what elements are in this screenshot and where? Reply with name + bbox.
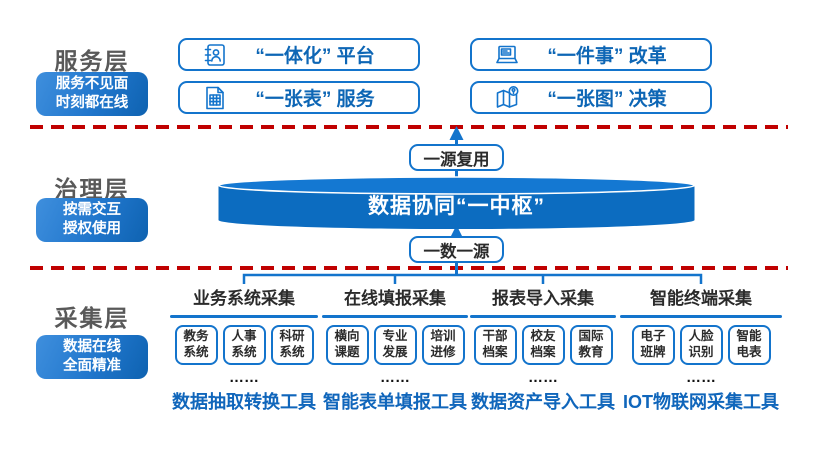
service-card-platform: “一体化” 平台 (178, 38, 420, 71)
tool-label: 数据资产导入工具 (471, 392, 615, 412)
ellipsis: …… (380, 369, 410, 386)
source-reuse-tag: 一源复用 (409, 144, 504, 171)
group-connector-tree (242, 273, 703, 284)
service-card-label: “一张表” 服务 (255, 89, 375, 110)
group-item: 科研 系统 (270, 325, 314, 365)
arrow-up-bottom-icon (449, 225, 464, 239)
collection-group-online-fill: 在线填报采集 横向 课题 专业 发展 培训 进修 …… 智能表单填报工具 (322, 284, 468, 414)
group-item: 智能 电表 (727, 325, 771, 365)
layer-title-governance: 治理层 (54, 176, 130, 202)
tagline-line: 时刻都在线 (55, 95, 129, 111)
tagline-line: 按需交互 (63, 202, 121, 219)
layer-title-service: 服务层 (54, 48, 130, 74)
map-badge-icon (494, 85, 520, 111)
group-items: 教务 系统 人事 系统 科研 系统 (170, 325, 318, 365)
one-data-one-source-tag: 一数一源 (409, 236, 504, 263)
data-hub-cylinder (217, 176, 696, 230)
collection-group-business: 业务系统采集 教务 系统 人事 系统 科研 系统 …… 数据抽取转换工具 (170, 284, 318, 414)
group-underline (620, 315, 782, 318)
service-card-reform: “一件事” 改革 (470, 38, 712, 71)
tool-label: IOT物联网采集工具 (623, 392, 779, 412)
group-item: 干部 档案 (473, 325, 517, 365)
group-title: 在线填报采集 (344, 289, 446, 308)
tagline-line: 数据在线 (63, 339, 121, 356)
tagline-line: 授权使用 (63, 221, 121, 237)
layer-title-collection: 采集层 (54, 305, 130, 331)
group-items: 干部 档案 校友 档案 国际 教育 (470, 325, 616, 365)
service-card-decision: “一张图” 决策 (470, 81, 712, 114)
group-item: 国际 教育 (569, 325, 613, 365)
ellipsis: …… (229, 369, 259, 386)
group-item: 人事 系统 (222, 325, 266, 365)
ellipsis: …… (686, 369, 716, 386)
service-card-label: “一体化” 平台 (255, 46, 375, 67)
group-underline (170, 315, 318, 318)
group-title: 报表导入采集 (492, 289, 594, 308)
ellipsis: …… (528, 369, 558, 386)
group-item: 横向 课题 (325, 325, 369, 365)
service-card-form: “一张表” 服务 (178, 81, 420, 114)
governance-layer-tagline: 按需交互 授权使用 (36, 198, 148, 242)
group-title: 智能终端采集 (650, 289, 752, 308)
group-item: 专业 发展 (373, 325, 417, 365)
tagline-line: 全面精准 (63, 358, 121, 374)
group-item: 校友 档案 (521, 325, 565, 365)
arrow-up-top-icon (449, 126, 464, 140)
group-item: 教务 系统 (174, 325, 218, 365)
tagline-line: 服务不见面 (55, 76, 129, 93)
collection-group-report-import: 报表导入采集 干部 档案 校友 档案 国际 教育 …… 数据资产导入工具 (470, 284, 616, 414)
group-title: 业务系统采集 (193, 289, 295, 308)
group-underline (470, 315, 616, 318)
group-item: 电子 班牌 (631, 325, 675, 365)
group-item: 人脸 识别 (679, 325, 723, 365)
group-underline (322, 315, 468, 318)
collection-group-smart-terminal: 智能终端采集 电子 班牌 人脸 识别 智能 电表 …… IOT物联网采集工具 (620, 284, 782, 414)
laptop-card-icon (494, 42, 520, 68)
data-hub-label: 数据协同“一中枢” (368, 195, 545, 218)
group-item: 培训 进修 (421, 325, 465, 365)
table-document-icon (202, 85, 228, 111)
id-book-icon (202, 42, 228, 68)
service-card-label: “一件事” 改革 (547, 46, 667, 67)
collection-layer-tagline: 数据在线 全面精准 (36, 335, 148, 379)
group-items: 电子 班牌 人脸 识别 智能 电表 (620, 325, 782, 365)
service-layer-tagline: 服务不见面 时刻都在线 (36, 72, 148, 116)
tool-label: 智能表单填报工具 (323, 392, 467, 412)
tool-label: 数据抽取转换工具 (172, 392, 316, 412)
group-items: 横向 课题 专业 发展 培训 进修 (322, 325, 468, 365)
service-card-label: “一张图” 决策 (547, 89, 667, 110)
